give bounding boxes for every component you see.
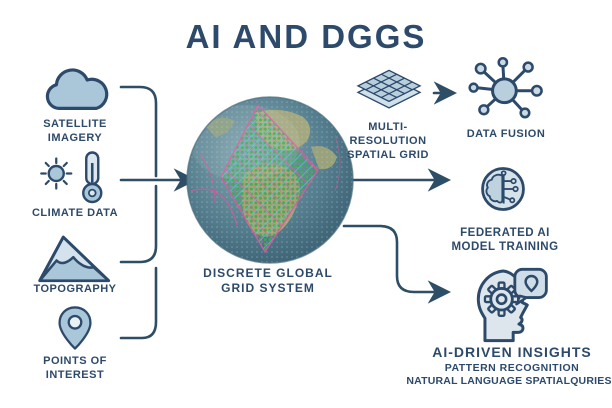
sun-thermometer-icon — [33, 148, 117, 208]
layered-grid-icon — [348, 68, 430, 120]
topography-label: TOPOGRAPHY — [33, 283, 117, 295]
mountains-icon — [32, 232, 118, 284]
insights-sub1: PATTERN RECOGNITION — [444, 362, 580, 374]
insights-title: AI-DRIVEN INSIGHTS — [432, 344, 592, 360]
globe-label: DISCRETE GLOBAL GRID SYSTEM — [203, 266, 333, 295]
head-gear-icon — [468, 266, 560, 344]
map-pin-icon — [55, 300, 95, 356]
network-hub-icon — [466, 56, 546, 124]
page-title: AI AND DGGS — [185, 18, 427, 55]
points-of-interest-label: POINTS OF INTEREST — [43, 355, 107, 381]
federated-label: FEDERATED AI MODEL TRAINING — [451, 227, 559, 254]
satellite-imagery-label: SATELLITE IMAGERY — [43, 118, 107, 144]
insights-sub2: NATURAL LANGUAGE SPATIALQURIES — [406, 375, 612, 387]
climate-data-label: CLIMATE DATA — [31, 207, 119, 219]
dggs-globe — [185, 95, 355, 265]
data-fusion-label: DATA FUSION — [466, 128, 546, 140]
cloud-icon — [38, 64, 118, 116]
multires-label: MULTI- RESOLUTION SPATIAL GRID — [347, 121, 429, 161]
brain-circuit-icon — [470, 156, 536, 222]
